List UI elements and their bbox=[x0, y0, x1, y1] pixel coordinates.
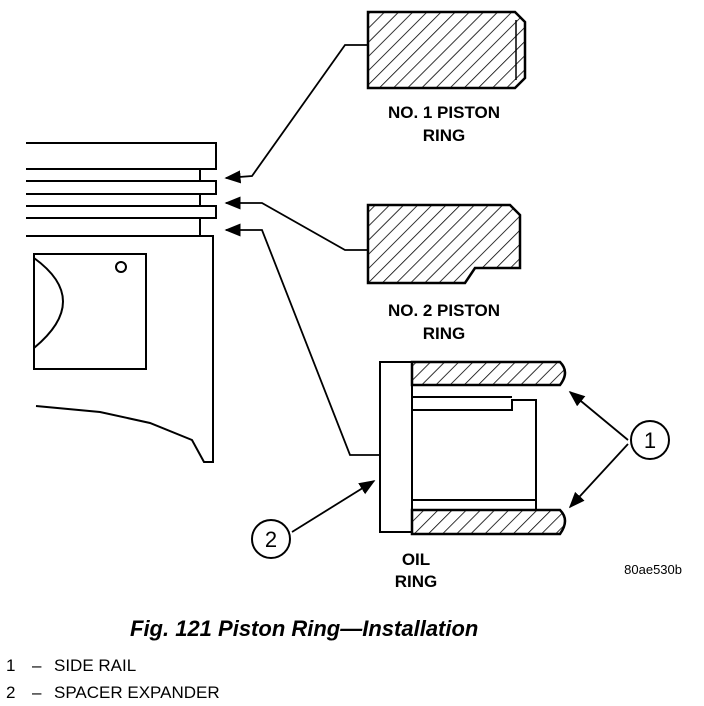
legend-text: SPACER EXPANDER bbox=[54, 683, 220, 702]
ring-2-label-line1: NO. 2 PISTON bbox=[388, 301, 500, 320]
oil-ring-section bbox=[379, 360, 567, 536]
figure-caption: Fig. 121 Piston Ring—Installation bbox=[130, 616, 479, 641]
svg-text:2: 2 bbox=[265, 527, 277, 552]
legend-text: SIDE RAIL bbox=[54, 656, 137, 675]
figure-code: 80ae530b bbox=[624, 562, 682, 577]
ring-2-label-line2: RING bbox=[423, 324, 466, 343]
legend-item: 1–SIDE RAIL bbox=[6, 652, 220, 679]
ring-2-section bbox=[366, 203, 522, 285]
oil-ring-label-line1: OIL bbox=[402, 550, 430, 569]
svg-text:1: 1 bbox=[644, 428, 656, 453]
ring-1-label-line2: RING bbox=[423, 126, 466, 145]
callout-2: 2 bbox=[251, 519, 291, 559]
piston-ring-diagram: 1 2 NO. 1 PISTON RING NO. 2 PISTON RING … bbox=[26, 10, 682, 591]
legend-item: 2–SPACER EXPANDER bbox=[6, 679, 220, 706]
legend-number: 1 bbox=[6, 656, 16, 675]
callout-1: 1 bbox=[630, 420, 670, 460]
leader-lines bbox=[224, 44, 629, 533]
legend-dash: – bbox=[32, 656, 42, 675]
legend: 1–SIDE RAIL 2–SPACER EXPANDER bbox=[6, 652, 220, 706]
ring-1-label-line1: NO. 1 PISTON bbox=[388, 103, 500, 122]
ring-1-section bbox=[366, 10, 527, 90]
legend-dash: – bbox=[32, 683, 42, 702]
piston bbox=[26, 142, 217, 463]
legend-number: 2 bbox=[6, 683, 16, 702]
oil-ring-label-line2: RING bbox=[395, 572, 438, 591]
